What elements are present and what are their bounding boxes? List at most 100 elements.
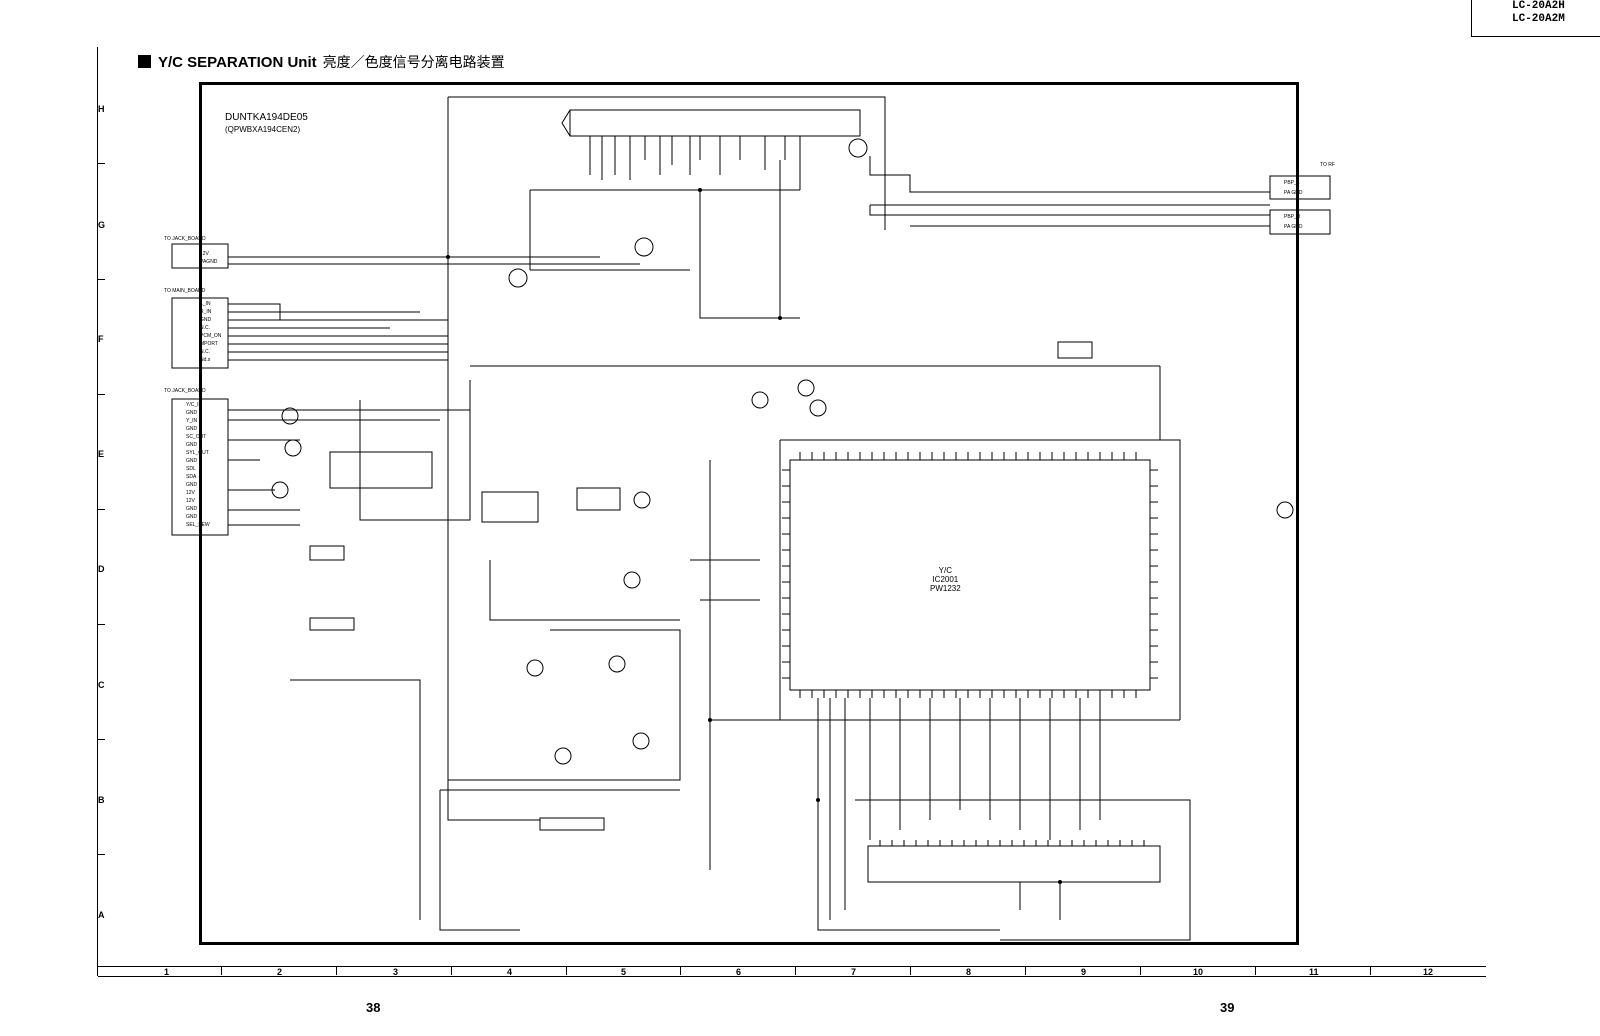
pin-label: PBP_L [1284, 180, 1300, 186]
column-label-5: 5 [621, 967, 627, 977]
column-label-6: 6 [736, 967, 742, 977]
connector-p1 [171, 243, 229, 269]
row-divider [97, 509, 105, 510]
ic-1101 [329, 451, 433, 489]
pin-label: GND [186, 514, 198, 520]
ic-1105 [576, 487, 621, 511]
transistor-q1207 [848, 138, 868, 158]
row-divider [97, 279, 105, 280]
pin-label: MPORT [200, 341, 218, 347]
page-number-left: 38 [366, 1000, 381, 1015]
pin-label: PA GND [1284, 224, 1303, 230]
column-divider [336, 966, 337, 975]
pin-label: Y_IN [186, 418, 198, 424]
column-label-10: 10 [1193, 967, 1204, 977]
rf-connector-pins: PBP_L PA GND PBP_R PA GND [1284, 178, 1303, 232]
column-divider [795, 966, 796, 975]
pin-label: SC_OUT [186, 434, 207, 440]
column-label-3: 3 [393, 967, 399, 977]
title-bullet-icon [138, 55, 151, 68]
ic-1104 [481, 491, 539, 523]
page-number-right: 39 [1220, 1000, 1235, 1015]
connector-p1-pins: 12V PAGND [200, 250, 217, 266]
column-divider [1140, 966, 1141, 975]
main-ic-label: Y/C IC2001 PW1232 [930, 566, 961, 593]
column-label-1: 1 [164, 967, 170, 977]
pin-label: GND [186, 442, 198, 448]
pin-label: SDA [186, 474, 197, 480]
column-label-12: 12 [1423, 967, 1434, 977]
column-index-bar [98, 966, 1486, 977]
column-label-9: 9 [1081, 967, 1087, 977]
row-divider [97, 854, 105, 855]
ic-main-body [789, 459, 1151, 691]
pin-label: N.C. [200, 349, 210, 355]
pin-label: 12V [200, 251, 209, 257]
schematic-border [199, 82, 1299, 945]
pin-label: R_IN [200, 309, 212, 315]
row-label-b: B [98, 795, 105, 805]
ic-oscillator [1057, 341, 1093, 359]
row-label-c: C [98, 680, 105, 690]
row-label-a: A [98, 910, 105, 920]
connector-p2-pins: L_IN R_IN GND N.C. PCM_ON MPORT N.C. Nd.… [200, 300, 221, 364]
column-label-8: 8 [966, 967, 972, 977]
connector-p2 [171, 297, 229, 369]
column-divider [910, 966, 911, 975]
pin-label: L_IN [200, 301, 211, 307]
main-ic-label-2: IC2001 [932, 575, 959, 584]
title-chinese: 亮度／色度信号分离电路装置 [322, 54, 505, 70]
column-label-4: 4 [507, 967, 513, 977]
connector-p3-pins: Y/C_IN GND Y_IN GND SC_OUT GND SYL_OUT G… [186, 401, 210, 529]
column-divider [221, 966, 222, 975]
row-label-g: G [98, 220, 106, 230]
board-code-line-1: DUNTKA194DE05 [225, 112, 308, 123]
column-divider [1370, 966, 1371, 975]
column-divider [1025, 966, 1026, 975]
pin-label: GND [186, 506, 198, 512]
ic-1107 [539, 817, 605, 831]
row-label-f: F [98, 334, 104, 344]
connector-label-main: TO MAIN_BOARD [164, 288, 206, 294]
pin-label: SYL_OUT [186, 450, 209, 456]
row-divider [97, 394, 105, 395]
row-label-e: E [98, 449, 105, 459]
board-code-line-2: (QPWBXA194CEN2) [225, 125, 301, 134]
connector-label-jack-2: TO JACK_BOARD [164, 388, 206, 394]
column-label-7: 7 [851, 967, 857, 977]
row-divider [97, 739, 105, 740]
ic-1103 [309, 617, 355, 631]
row-label-h: H [98, 104, 105, 114]
ic-1102 [309, 545, 345, 561]
row-label-d: D [98, 564, 105, 574]
main-ic-label-3: PW1232 [930, 584, 961, 593]
model-name-1: LC-20A2H [1512, 0, 1565, 12]
column-label-2: 2 [277, 967, 283, 977]
rf-connectors [1269, 175, 1331, 235]
column-divider [451, 966, 452, 975]
pin-label: N.C. [200, 325, 210, 331]
pin-label: 12V [186, 490, 195, 496]
row-divider [97, 624, 105, 625]
ic-top-body [569, 109, 861, 137]
connector-label-jack-1: TO JACK_BOARD [164, 236, 206, 242]
title-main: Y/C SEPARATION Unit [158, 54, 317, 71]
pin-label: GND [186, 482, 198, 488]
pin-label: 12V [186, 498, 195, 504]
model-name-2: LC-20A2M [1512, 13, 1565, 25]
pin-label: Y/C_IN [186, 402, 203, 408]
column-divider [680, 966, 681, 975]
main-ic-label-1: Y/C [938, 566, 953, 575]
pin-label: Nd.s [200, 357, 211, 363]
column-divider [566, 966, 567, 975]
ic-memory [867, 845, 1161, 883]
pin-label: PCM_ON [200, 333, 222, 339]
connector-p3 [171, 398, 229, 536]
pin-label: GND [186, 458, 198, 464]
section-title: Y/C SEPARATION Unit 亮度／色度信号分离电路装置 [138, 52, 505, 72]
model-header: LC-20A2H LC-20A2M [1471, 0, 1600, 37]
pin-label: SEL_SEW [186, 522, 210, 528]
pin-label: GND [186, 426, 198, 432]
pin-label: SDL [186, 466, 196, 472]
